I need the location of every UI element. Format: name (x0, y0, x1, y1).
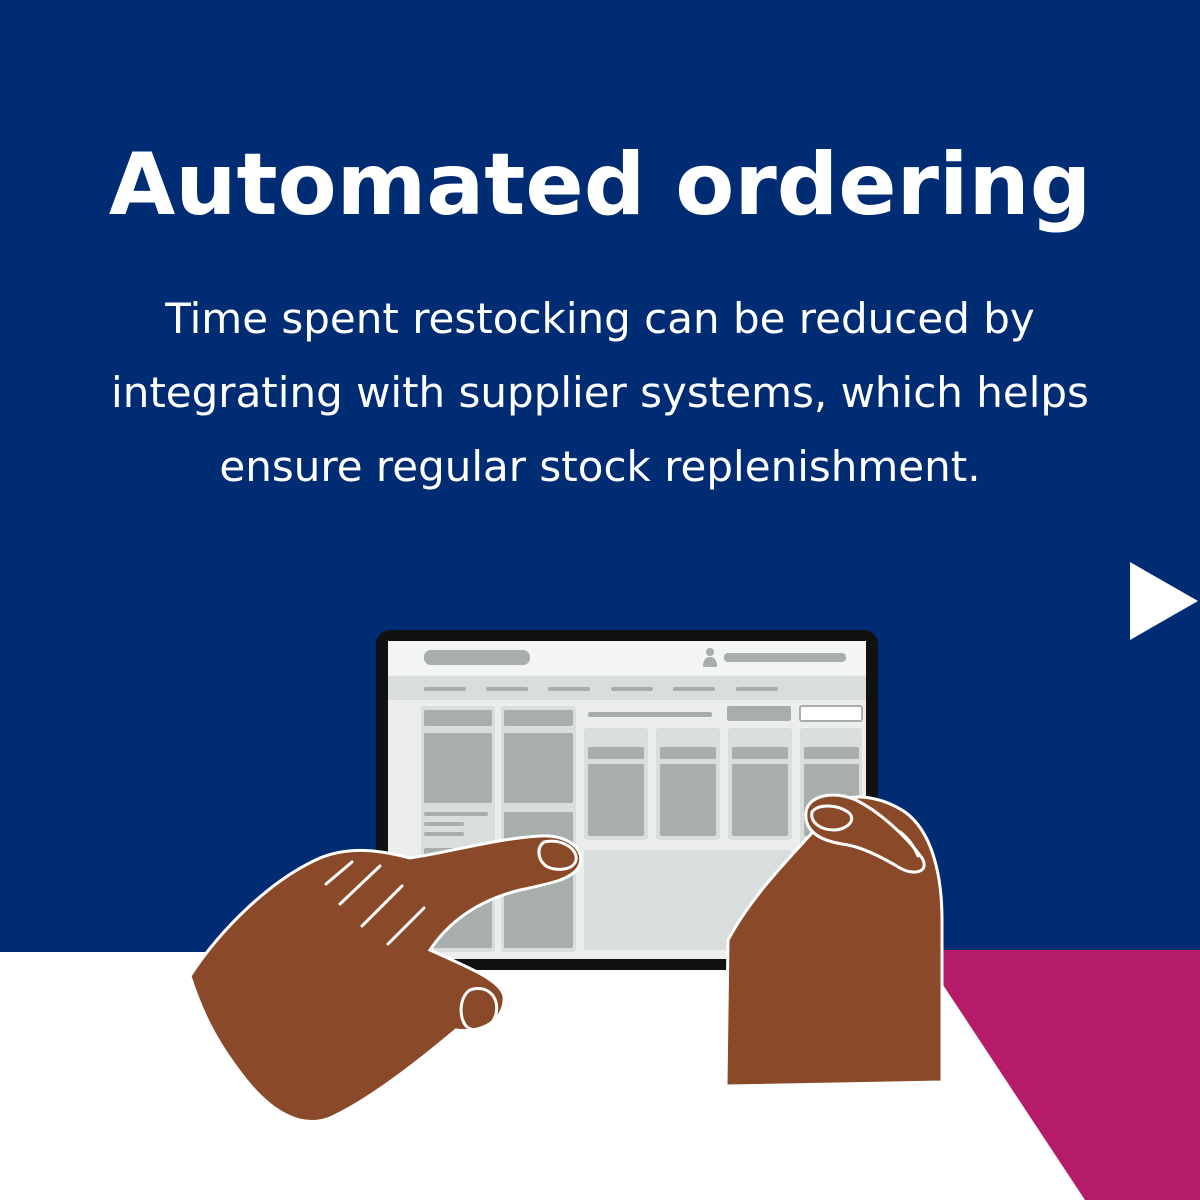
screen-logo-pill (424, 650, 530, 665)
right-hand (724, 793, 944, 1088)
next-arrow-icon[interactable] (1128, 560, 1200, 642)
page-title: Automated ordering (108, 135, 1092, 235)
left-hand (188, 834, 583, 1124)
description-text: Time spent restocking can be reduced by … (111, 294, 1089, 491)
screen-account-bar (724, 653, 846, 662)
user-icon (703, 648, 717, 667)
